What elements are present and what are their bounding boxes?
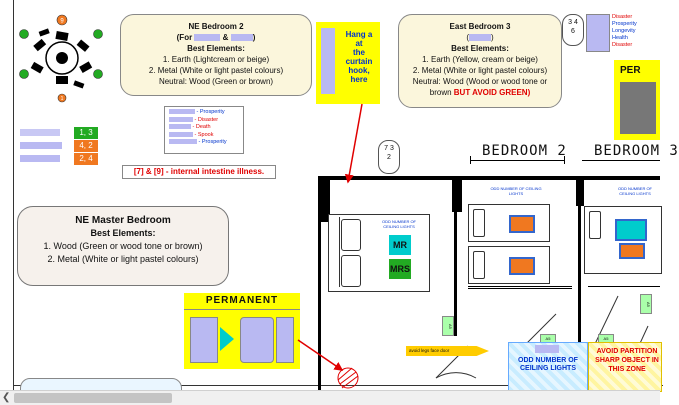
score-cell: 2, 4	[74, 152, 98, 165]
star-circle-small: 3 4 6	[562, 14, 584, 46]
wardrobe-line	[588, 286, 660, 287]
bed-marker-orange	[619, 243, 645, 259]
hang-note: Hang a at the curtain hook, here	[316, 22, 380, 104]
bedroom2-bed-top	[468, 204, 550, 242]
east-bedroom3-paren: ()	[466, 33, 494, 42]
dimension-line	[470, 160, 564, 161]
pillow	[341, 219, 361, 251]
bed-headboard	[331, 217, 340, 287]
ne-bedroom2-line3: Neutral: Wood (Green or brown)	[158, 77, 274, 86]
blurred-photo	[240, 317, 274, 363]
bagua-number-top: 9	[60, 19, 64, 25]
dimension-tick	[564, 156, 565, 164]
east-bedroom3-line2: 2. Metal (White or light pastel colours)	[412, 66, 548, 75]
permanent-box: PERMANENT	[184, 293, 300, 369]
blurred-label	[20, 129, 60, 136]
wall-left	[318, 176, 321, 390]
bedroom3-bed	[584, 206, 662, 274]
score-table: 1, 3 4, 2 2, 4	[20, 126, 100, 165]
east-bedroom3-best-heading: Best Elements:	[451, 44, 509, 53]
bed-marker-orange	[509, 215, 535, 233]
small-tag: A5	[640, 294, 652, 314]
star-legend-box: - Prosperity - Disaster - Death - Spook …	[164, 106, 244, 154]
ne-master-note: NE Master Bedroom Best Elements: 1. Wood…	[17, 206, 229, 286]
east-bedroom3-title: East Bedroom 3	[449, 22, 511, 31]
ne-bedroom2-line1: 1. Earth (Lightcream or beige)	[162, 55, 270, 64]
dimension-line	[582, 160, 660, 161]
east-bedroom3-line4: brown BUT AVOID GREEN)	[429, 88, 531, 97]
east-bedroom3-note: East Bedroom 3 () Best Elements: 1. Eart…	[398, 14, 562, 108]
blurred-item-image	[321, 28, 335, 94]
bed-marker-orange	[509, 257, 535, 275]
permanent-right-box: PER	[614, 60, 660, 140]
blurred-label	[535, 345, 559, 353]
east-bedroom3-line3: Neutral: Wood (Wood or wood tone or	[412, 77, 548, 86]
blurred-label	[20, 142, 62, 149]
wardrobe-line	[468, 286, 572, 287]
ne-bedroom2-for-line: (For & )	[176, 33, 256, 42]
ne-master-best-heading: Best Elements:	[90, 228, 156, 238]
floor-plan: ODD NUMBER OF CEILING LIGHTS MR MRS ODD …	[318, 176, 662, 392]
master-bed: ODD NUMBER OF CEILING LIGHTS MR MRS	[328, 214, 430, 292]
bedroom2-bed-bottom	[468, 246, 550, 284]
blurred-image	[586, 14, 610, 52]
blurred-photo	[276, 317, 294, 363]
wardrobe-line	[468, 288, 572, 289]
blurred-photo	[190, 317, 218, 363]
scrollbar-thumb[interactable]	[14, 393, 172, 403]
hang-note-text: Hang a at the curtain hook, here	[345, 30, 373, 84]
odd-lights-bedroom2: ODD NUMBER OF CEILING LIGHTS	[490, 186, 542, 196]
scroll-left-arrow-icon[interactable]: ❮	[2, 392, 11, 403]
odd-lights-master: ODD NUMBER OF CEILING LIGHTS	[382, 219, 416, 229]
wall-pillar	[318, 176, 330, 222]
ne-bedroom2-line2: 2. Metal (White or light pastel colours)	[148, 66, 284, 75]
pillow	[341, 255, 361, 287]
mrs-marker: MRS	[389, 259, 411, 279]
annotation-arrows	[297, 103, 363, 371]
avoid-legs-arrow: avoid legs face door	[406, 346, 489, 356]
page-border-left	[13, 0, 14, 390]
pillow	[473, 209, 485, 237]
ne-bedroom2-title: NE Bedroom 2	[188, 22, 244, 31]
floor-plan-canvas: 9 1 1, 3 4, 2	[13, 0, 678, 400]
small-tag: A5	[442, 316, 454, 336]
bed-marker-cyan	[615, 219, 647, 241]
ne-bedroom2-best-heading: Best Elements:	[187, 44, 245, 53]
legend-right: Disaster Prosperity Longevity Health Dis…	[586, 14, 660, 54]
ne-master-line1: 1. Wood (Green or wood tone or brown)	[43, 241, 203, 251]
wall-top	[318, 176, 660, 180]
avoid-partition-zone: AVOID PARTITION SHARP OBJECT IN THIS ZON…	[588, 342, 662, 392]
east-bedroom3-line1: 1. Earth (Yellow, cream or beige)	[422, 55, 538, 64]
ne-bedroom2-note: NE Bedroom 2 (For & ) Best Elements: 1. …	[120, 14, 312, 96]
legend-right-list: Disaster Prosperity Longevity Health Dis…	[612, 14, 637, 48]
wall-divider	[578, 176, 581, 346]
horizontal-scrollbar[interactable]: ❮	[0, 390, 660, 405]
pillow	[473, 251, 485, 279]
blurred-label	[20, 155, 60, 162]
page-border-bottom	[13, 385, 663, 386]
odd-lights-bedroom3: ODD NUMBER OF CEILING LIGHTS	[618, 186, 652, 196]
star-circle: 7 3 2	[378, 140, 400, 174]
bedroom2-label: BEDROOM 2	[482, 143, 567, 159]
bedroom3-label: BEDROOM 3	[594, 143, 679, 159]
score-cell: 1, 3	[74, 126, 98, 139]
ne-master-line2: 2. Metal (White or light pastel colours)	[47, 254, 199, 264]
score-cell: 4, 2	[74, 139, 98, 152]
bagua-diagram: 9 1	[14, 12, 104, 103]
pillow	[589, 211, 601, 239]
ne-master-title: NE Master Bedroom	[75, 215, 171, 226]
wall-pillar	[452, 176, 462, 212]
intestine-note: [7] & [9] - internal intestine illness.	[122, 165, 276, 179]
arrow-right-icon	[220, 327, 234, 351]
bagua-number-bottom: 1	[61, 96, 64, 102]
mr-marker: MR	[389, 235, 411, 255]
dimension-tick	[470, 156, 471, 164]
permanent-right-photo	[620, 82, 656, 134]
wall-divider	[454, 176, 457, 336]
